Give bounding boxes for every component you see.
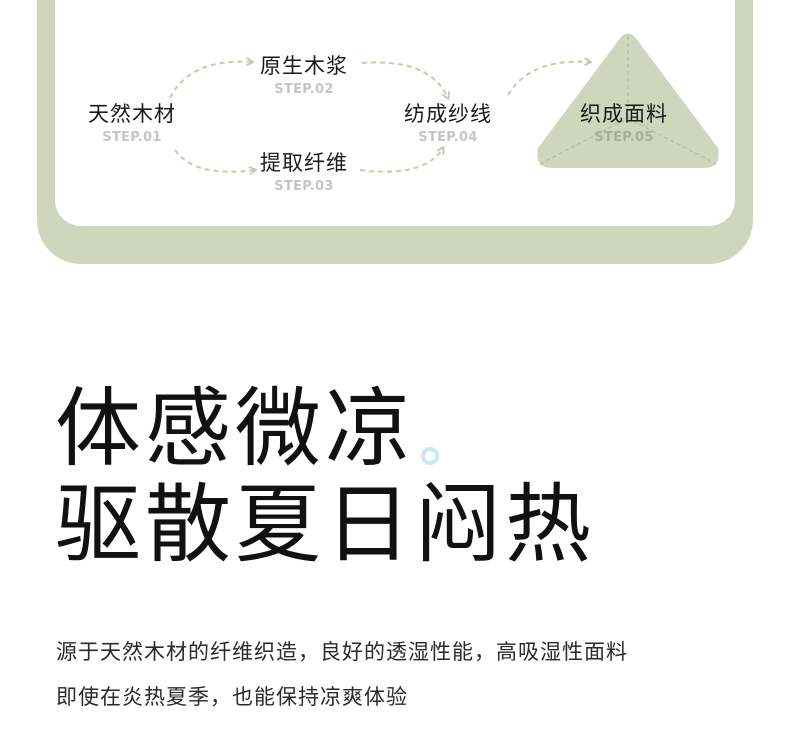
arrow-step4-to-step5: [507, 62, 590, 96]
description: 源于天然木材的纤维织造，良好的透湿性能，高吸湿性面料 即使在炎热夏季，也能保持凉…: [56, 630, 628, 720]
description-line-1: 源于天然木材的纤维织造，良好的透湿性能，高吸湿性面料: [56, 640, 628, 664]
description-line-2: 即使在炎热夏季，也能保持凉爽体验: [56, 685, 408, 709]
step-code: STEP.01: [102, 130, 162, 145]
arrow-step1-to-step3: [174, 149, 255, 172]
step-code: STEP.03: [274, 179, 334, 194]
step-name: 纺成纱线: [404, 102, 492, 126]
process-step-4: 纺成纱线 STEP.04: [404, 98, 492, 145]
process-flow-diagram: [169, 33, 719, 270]
step-name: 织成面料: [580, 102, 668, 126]
step-name: 原生木浆: [260, 54, 348, 78]
step-code: STEP.05: [594, 130, 654, 145]
process-step-1: 天然木材 STEP.01: [88, 98, 176, 145]
headline: 体感微凉 驱散夏日闷热: [55, 381, 595, 573]
process-step-2: 原生木浆 STEP.02: [260, 50, 348, 97]
arrow-step3-to-step4: [359, 148, 443, 173]
step-code: STEP.04: [418, 130, 478, 145]
step-name: 天然木材: [88, 102, 176, 126]
accent-circle-icon: [421, 447, 439, 465]
headline-line-2: 驱散夏日闷热: [55, 475, 595, 575]
step-code: STEP.02: [274, 82, 334, 97]
arrow-step1-to-step2: [169, 62, 252, 99]
step-name: 提取纤维: [260, 151, 348, 175]
process-step-3: 提取纤维 STEP.03: [260, 147, 348, 194]
triangle-fold-lines: [539, 36, 717, 165]
headline-line-1: 体感微凉: [55, 379, 415, 479]
arrow-step2-to-step4: [361, 61, 448, 98]
process-step-5: 织成面料 STEP.05: [580, 98, 668, 145]
